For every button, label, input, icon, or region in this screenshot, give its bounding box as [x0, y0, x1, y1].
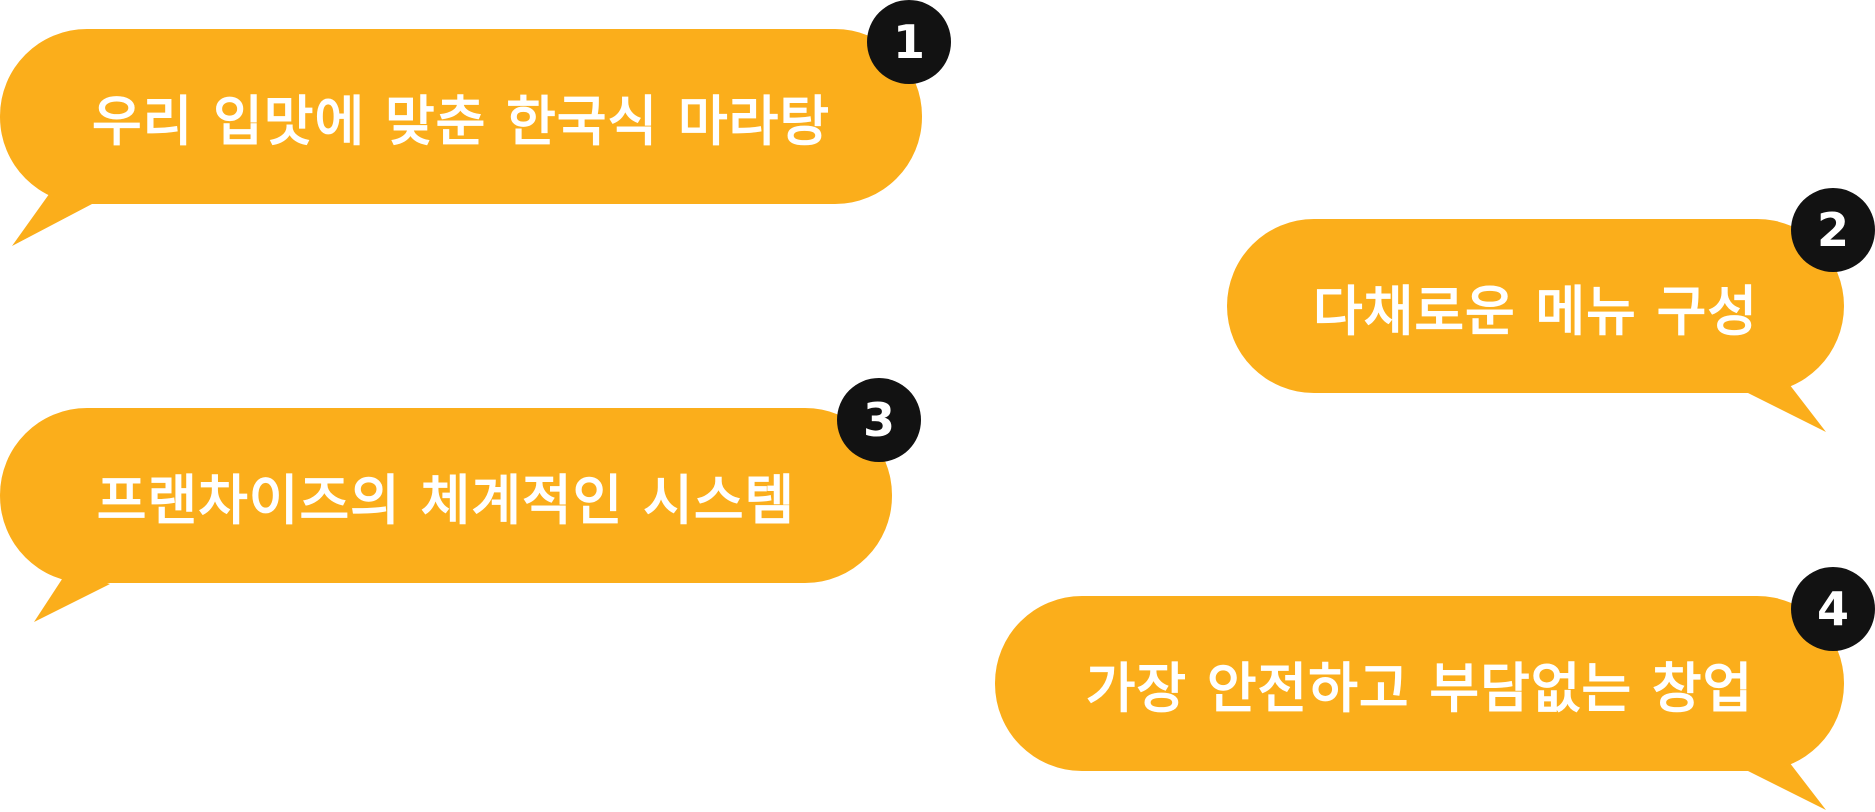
badge-number: 3 [862, 393, 895, 447]
feature-text: 우리 입맛에 맞춘 한국식 마라탕 [91, 90, 831, 153]
feature-text: 프랜차이즈의 체계적인 시스템 [96, 469, 796, 532]
badge-number: 2 [1816, 203, 1849, 257]
speech-tail [1746, 380, 1826, 432]
speech-bubble: 우리 입맛에 맞춘 한국식 마라탕 [0, 29, 922, 204]
speech-bubble: 프랜차이즈의 체계적인 시스템 [0, 408, 892, 583]
badge-number: 1 [892, 15, 925, 69]
number-badge: 3 [837, 378, 921, 462]
speech-tail [12, 190, 92, 246]
feature-text: 가장 안전하고 부담없는 창업 [1085, 657, 1754, 720]
number-badge: 1 [867, 0, 951, 84]
speech-tail [34, 570, 110, 622]
speech-bubble: 다채로운 메뉴 구성 [1227, 219, 1844, 393]
badge-number: 4 [1816, 582, 1849, 636]
speech-tail [1746, 758, 1826, 810]
number-badge: 4 [1791, 567, 1875, 651]
speech-bubble: 가장 안전하고 부담없는 창업 [995, 596, 1844, 771]
number-badge: 2 [1791, 188, 1875, 272]
feature-text: 다채로운 메뉴 구성 [1312, 279, 1759, 343]
